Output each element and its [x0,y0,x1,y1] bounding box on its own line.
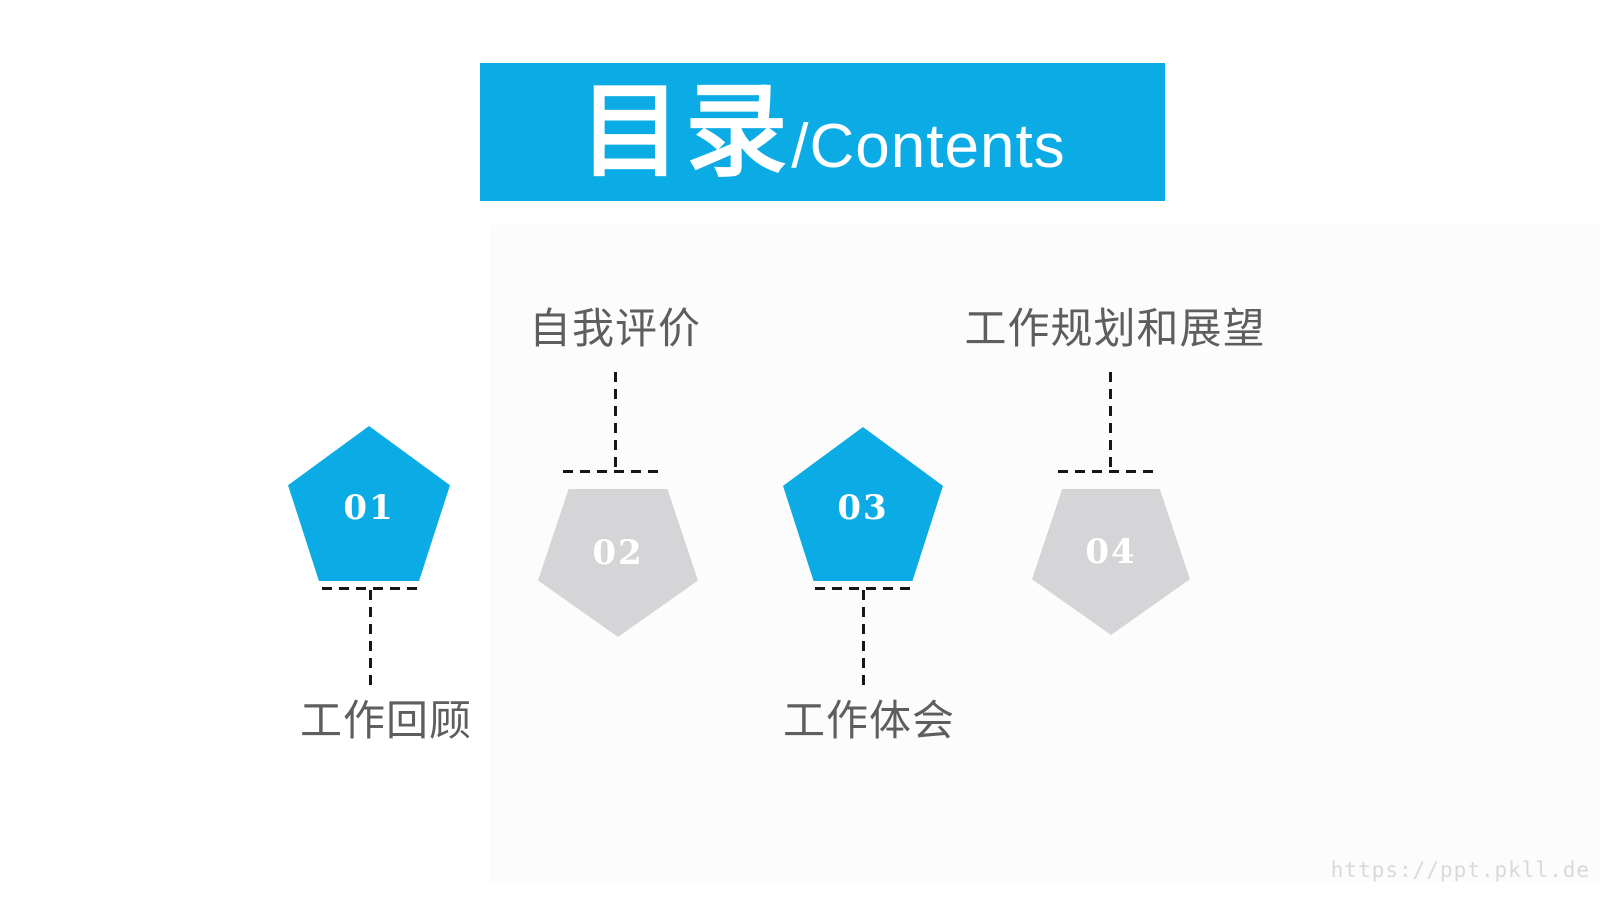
page-title-english: /Contents [791,112,1066,181]
dashed-connector-vertical-03 [862,590,865,686]
toc-label-04: 工作规划和展望 [964,305,1266,352]
dashed-connector-horizontal-03 [815,587,912,590]
toc-label-01: 工作回顾 [299,697,473,744]
dashed-connector-vertical-01 [369,590,372,686]
page-title-chinese: 目录 [579,75,792,189]
dashed-connector-horizontal-02 [563,470,663,473]
page-title: 目录 /Contents [579,81,1065,183]
watermark-url: https://ppt.pkll.de [1330,858,1590,882]
dashed-connector-vertical-02 [614,372,617,471]
toc-number-03: 03 [837,488,889,528]
dashed-connector-horizontal-04 [1058,470,1158,473]
toc-number-02: 02 [592,533,644,573]
dashed-connector-vertical-04 [1109,372,1112,471]
toc-label-03: 工作体会 [782,697,956,744]
toc-number-01: 01 [343,487,395,528]
dashed-connector-horizontal-01 [322,587,419,590]
title-banner: 目录 /Contents [480,63,1165,201]
toc-number-04: 04 [1085,532,1137,572]
pentagon-shape-01: 01 [288,426,450,581]
toc-label-02: 自我评价 [528,305,702,352]
